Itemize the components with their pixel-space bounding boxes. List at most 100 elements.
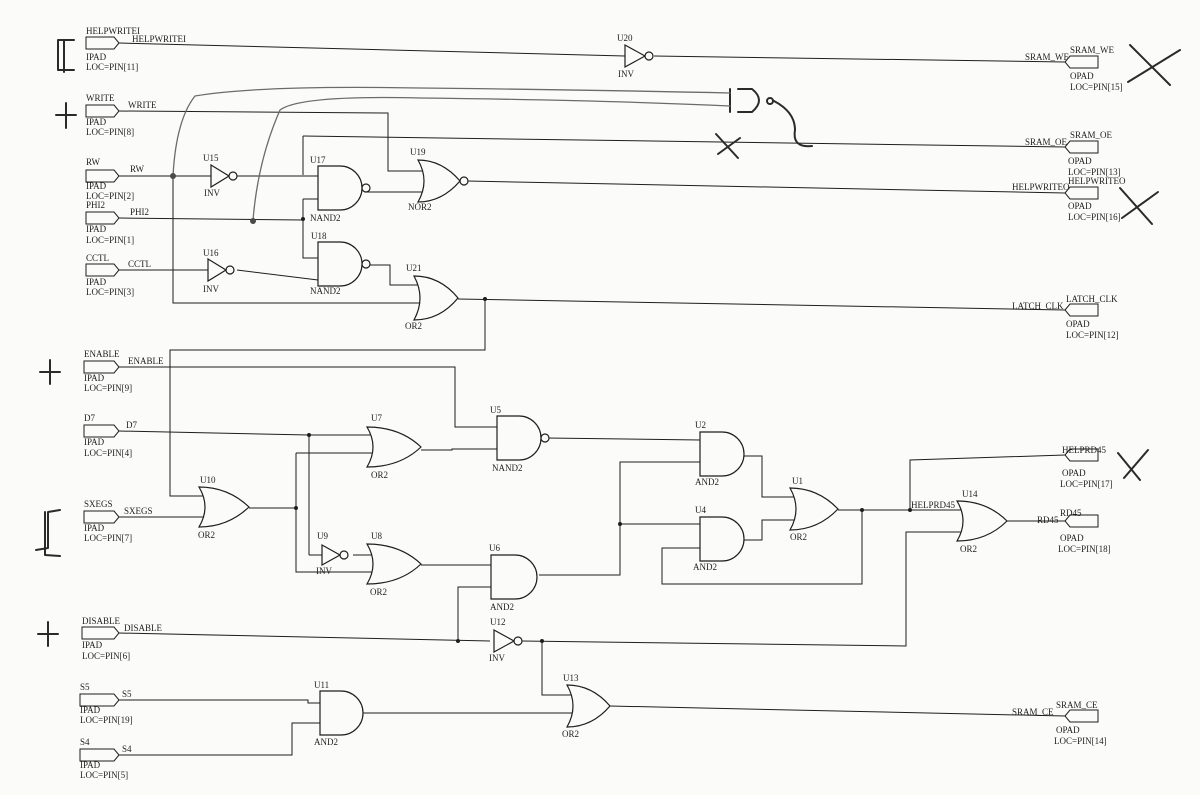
gate-type: OR2 [371,470,388,480]
gate-u16: U16 INV [203,248,235,294]
net-label: S5 [122,689,132,699]
gate-ref: U7 [371,413,382,423]
gate-u14: U14 OR2 [955,489,1008,554]
junction-dot [540,639,544,643]
pad-type: IPAD [86,117,107,127]
cross-mark [1117,449,1149,481]
output-pad-sram-ce: SRAM_CE SRAM_CE OPAD LOC=PIN[14] [1012,700,1107,746]
input-pads: HELPWRITEI HELPWRITEI IPAD LOC=PIN[11] W… [79,26,186,780]
input-pad-cctl: CCTL CCTL IPAD LOC=PIN[3] [85,253,151,297]
gate-ref: U1 [792,476,803,486]
gate-type: NAND2 [310,213,341,223]
net-label: CCTL [128,259,151,269]
pad-name: D7 [84,413,95,423]
gate-u20: U20 INV [617,33,654,79]
pad-type: OPAD [1068,201,1092,211]
ipad-symbol [85,36,120,50]
gate-type: OR2 [198,530,215,540]
opad-symbol [1064,55,1099,69]
net-label: RW [130,164,145,174]
hand-inversion-bubble [766,97,774,105]
junction-dots [171,174,912,643]
pad-type: OPAD [1070,71,1094,81]
opad-symbol [1064,140,1099,154]
pad-type: IPAD [84,523,105,533]
ipad-symbol [81,626,120,640]
input-pad-s5: S5 S5 IPAD LOC=PIN[19] [79,682,133,725]
gates: U20 INV U15 INV U16 INV U17 NAND2 U1 [197,33,1008,747]
cross-mark [715,133,741,159]
pad-type: OPAD [1056,725,1080,735]
junction-dot [483,297,487,301]
plus-mark [39,359,61,385]
pencil-wire [252,96,731,221]
pad-loc: LOC=PIN[11] [86,62,138,72]
pad-name: HELPWRITEI [86,26,140,36]
gate-type: INV [204,188,220,198]
gate-ref: U18 [311,231,327,241]
pad-type: IPAD [82,640,103,650]
net-label: SRAM_OE [1025,137,1068,147]
gate-type: NAND2 [492,463,523,473]
pad-name: RD45 [1060,508,1082,518]
ipad-symbol [83,360,120,374]
gate-u15: U15 INV [203,153,238,198]
input-pad-disable: DISABLE DISABLE IPAD LOC=PIN[6] [81,616,163,661]
output-pad-helpwriteo: HELPWRITEO HELPWRITEO OPAD LOC=PIN[16] [1012,176,1126,222]
gate-type: NOR2 [408,202,432,212]
gate-u17: U17 NAND2 [310,155,371,223]
gate-u8: U8 OR2 [365,531,422,597]
net-label: WRITE [128,100,157,110]
wires [118,42,1066,756]
gate-type: OR2 [790,532,807,542]
hand-bracket-mark [57,39,75,73]
pad-loc: LOC=PIN[6] [82,651,130,661]
gate-ref: U2 [695,420,706,430]
gate-ref: U10 [200,475,216,485]
pad-loc: LOC=PIN[9] [84,383,132,393]
gate-type: AND2 [490,602,514,612]
net-label: SRAM_CE [1012,707,1054,717]
cross-mark [1127,44,1181,86]
ipad-symbol [79,693,120,707]
hand-wire [773,100,813,148]
pad-loc: LOC=PIN[16] [1068,212,1121,222]
gate-type: OR2 [562,729,579,739]
pad-name: S4 [80,737,90,747]
gate-u2: U2 AND2 [695,420,745,487]
gate-ref: U19 [410,147,426,157]
gate-u21: U21 OR2 [405,263,459,331]
pad-loc: LOC=PIN[1] [86,235,134,245]
pad-name: WRITE [86,93,115,103]
pencil-dot [170,173,176,179]
gate-u1: U1 OR2 [788,476,839,542]
input-pad-d7: D7 D7 IPAD LOC=PIN[4] [83,413,137,458]
net-label: SRAM_WE [1025,52,1070,62]
gate-ref: U13 [563,673,579,683]
pad-loc: LOC=PIN[5] [80,770,128,780]
pad-type: IPAD [86,52,107,62]
pad-type: IPAD [84,373,105,383]
input-pad-write: WRITE WRITE IPAD LOC=PIN[8] [85,93,157,137]
gate-type: INV [203,284,219,294]
pad-loc: LOC=PIN[2] [86,191,134,201]
gate-type: INV [316,566,332,576]
pad-type: IPAD [80,760,101,770]
pad-type: IPAD [80,705,101,715]
pad-type: OPAD [1060,533,1084,543]
ipad-symbol [85,263,120,277]
pad-loc: LOC=PIN[19] [80,715,133,725]
input-pad-s4: S4 S4 IPAD LOC=PIN[5] [79,737,132,780]
pad-loc: LOC=PIN[13] [1068,167,1121,177]
plus-mark [55,102,77,129]
pad-name: S5 [80,682,90,692]
pad-name: SXEGS [84,499,113,509]
gate-ref: U15 [203,153,219,163]
net-label: S4 [122,744,132,754]
pad-loc: LOC=PIN[7] [84,533,132,543]
net-label: PHI2 [130,207,149,217]
input-pad-sxegs: SXEGS SXEGS IPAD LOC=PIN[7] [83,499,153,543]
pad-name: RW [86,157,101,167]
gate-ref: U17 [310,155,326,165]
